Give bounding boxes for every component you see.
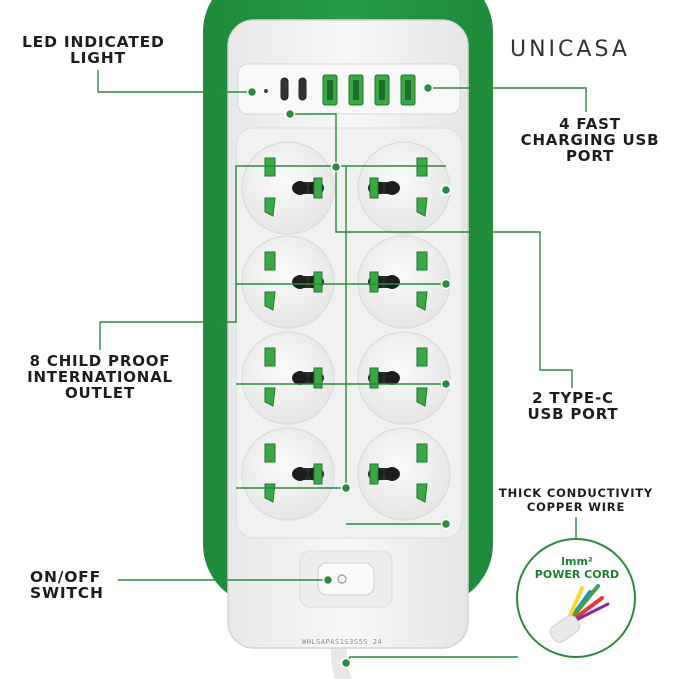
label-line: ON/OFF xyxy=(30,568,101,586)
callout-dot xyxy=(284,108,296,120)
led-indicator-icon xyxy=(264,89,268,93)
label-line: INTERNATIONAL xyxy=(27,367,173,386)
callout-dot xyxy=(330,161,342,173)
callout-dot xyxy=(440,518,452,530)
type-c-port xyxy=(298,77,307,101)
callout-line xyxy=(470,87,587,112)
callout-line xyxy=(290,113,573,388)
type-c-port xyxy=(280,77,289,101)
callout-dot xyxy=(322,574,334,586)
label-line: 8 CHILD PROOF xyxy=(29,352,171,370)
callout-line xyxy=(97,70,252,93)
label-copper-wire: THICK CONDUCTIVITY COPPER WIRE xyxy=(486,486,666,514)
label-line: THICK CONDUCTIVITY xyxy=(498,486,654,500)
label-line: USB PORT xyxy=(527,404,619,423)
cord-wires-icon xyxy=(549,584,610,643)
label-type-c: 2 TYPE-C USB PORT xyxy=(518,389,628,423)
callout-dot xyxy=(440,378,452,390)
cord-name: POWER CORD xyxy=(534,568,620,582)
label-line: LIGHT xyxy=(70,49,126,68)
power-switch-icon xyxy=(337,574,347,584)
outlet-socket[interactable] xyxy=(241,235,335,329)
outlet-socket[interactable] xyxy=(241,331,335,425)
label-line: PORT xyxy=(565,146,615,165)
label-line: 2 TYPE-C xyxy=(532,389,614,407)
label-fast-usb: 4 FAST CHARGING USB PORT xyxy=(510,115,670,165)
callout-dot xyxy=(340,482,352,494)
cord-size: lmm² xyxy=(561,555,593,568)
callout-dot xyxy=(422,82,434,94)
outlet-socket[interactable] xyxy=(357,141,451,235)
label-led-light: LED INDICATED LIGHT xyxy=(22,34,165,67)
outlet-socket[interactable] xyxy=(357,235,451,329)
label-line: SWITCH xyxy=(30,584,104,603)
callout-dot xyxy=(246,86,258,98)
callout-dot xyxy=(340,657,352,669)
label-line: COPPER WIRE xyxy=(526,499,626,514)
outlet-socket[interactable] xyxy=(241,141,335,235)
callout-dot xyxy=(440,184,452,196)
outlet-socket[interactable] xyxy=(357,331,451,425)
label-outlets: 8 CHILD PROOF INTERNATIONAL OUTLET xyxy=(10,352,190,402)
serial-number: WHLSAPAS1S3S5S 24 xyxy=(302,638,383,646)
label-line: OUTLET xyxy=(64,383,135,402)
callout-dot xyxy=(440,278,452,290)
label-line: LED INDICATED xyxy=(22,33,165,51)
label-switch: ON/OFF SWITCH xyxy=(30,569,104,602)
outlet-socket[interactable] xyxy=(241,427,335,521)
cord-label: lmm² POWER CORD xyxy=(528,555,626,581)
label-line: CHARGING USB xyxy=(520,130,660,149)
outlet-socket[interactable] xyxy=(357,427,451,521)
label-line: 4 FAST xyxy=(559,115,621,133)
callout-line xyxy=(345,656,518,666)
brand-logo: UNICASA xyxy=(510,37,630,62)
